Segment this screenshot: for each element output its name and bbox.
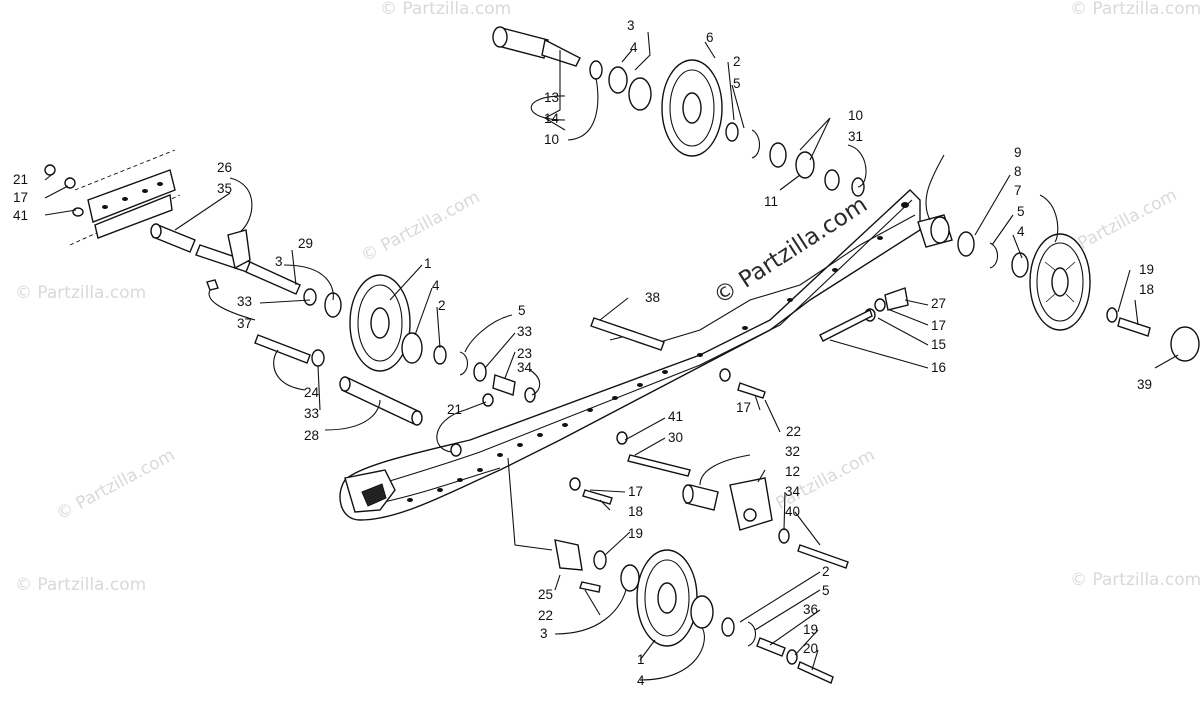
watermark-lower-left: © Partzilla.com <box>53 445 178 524</box>
callout-5-bottom: 5 <box>822 583 830 598</box>
callout-1-idler-wheel-left: 1 <box>424 256 432 271</box>
callout-32: 32 <box>785 444 800 459</box>
callout-37: 37 <box>237 316 252 331</box>
callout-6: 6 <box>706 30 714 45</box>
callout-3-bottom: 3 <box>540 626 548 641</box>
callout-3-top: 3 <box>627 18 635 33</box>
callout-33-lower: 33 <box>304 406 319 421</box>
callout-27: 27 <box>931 296 946 311</box>
callout-28: 28 <box>304 428 319 443</box>
callout-2-bottom: 2 <box>822 564 830 579</box>
callout-18-right: 18 <box>1139 282 1154 297</box>
callout-21-mid: 21 <box>447 402 462 417</box>
callout-39: 39 <box>1137 377 1152 392</box>
callout-21-left: 21 <box>13 172 28 187</box>
callout-36: 36 <box>803 602 818 617</box>
callout-17-left: 17 <box>13 190 28 205</box>
callout-16: 16 <box>931 360 946 375</box>
callout-12: 12 <box>785 464 800 479</box>
small-parts <box>44 60 1200 665</box>
callout-26: 26 <box>217 160 232 175</box>
watermark-left: © Partzilla.com <box>15 283 146 303</box>
callout-38: 38 <box>645 290 660 305</box>
slide-rail <box>339 189 921 521</box>
callout-22-right: 22 <box>786 424 801 439</box>
callout-4-top: 4 <box>630 40 638 55</box>
callout-31: 31 <box>848 129 863 144</box>
callout-4-left: 4 <box>432 278 440 293</box>
callout-4-bottom: 4 <box>637 673 645 688</box>
callout-3-left: 3 <box>275 254 283 269</box>
callout-34-right: 34 <box>785 484 801 499</box>
callout-17-lower: 17 <box>628 484 643 499</box>
bolts <box>579 309 873 684</box>
callout-30: 30 <box>668 430 683 445</box>
callout-19-right: 19 <box>1139 262 1154 277</box>
callout-20: 20 <box>803 641 818 656</box>
rail-segment-upper-left <box>69 149 181 246</box>
callout-14: 14 <box>544 111 560 126</box>
callout-10-lower: 10 <box>544 132 559 147</box>
callout-18-lower: 18 <box>628 504 643 519</box>
callout-5-right: 5 <box>1017 204 1025 219</box>
callout-4-right: 4 <box>1017 224 1025 239</box>
callout-33-left: 33 <box>237 294 252 309</box>
leader-lines <box>44 31 1179 681</box>
callout-41-left: 41 <box>13 208 28 223</box>
callout-24: 24 <box>304 385 320 400</box>
callout-41-right: 41 <box>668 409 683 424</box>
callout-2-top: 2 <box>733 54 741 69</box>
callout-34-left: 34 <box>517 360 533 375</box>
callout-1-idler-wheel-bottom: 1 <box>637 652 645 667</box>
callout-25: 25 <box>538 587 553 602</box>
callout-33-right: 33 <box>517 324 532 339</box>
callout-15: 15 <box>931 337 946 352</box>
wheels <box>349 59 1091 647</box>
watermark-mid-right: © Partzilla.com <box>753 445 878 524</box>
callout-11: 11 <box>764 194 778 209</box>
callout-17-right: 17 <box>931 318 946 333</box>
callout-29: 29 <box>298 236 313 251</box>
callout-7: 7 <box>1014 183 1022 198</box>
callout-2-left: 2 <box>438 298 446 313</box>
callout-8: 8 <box>1014 164 1022 179</box>
callout-19-bottom: 19 <box>803 622 818 637</box>
callout-10-upper: 10 <box>848 108 863 123</box>
callout-9: 9 <box>1014 145 1022 160</box>
callout-23: 23 <box>517 346 532 361</box>
shafts <box>150 26 953 571</box>
callout-5-top: 5 <box>733 76 741 91</box>
watermark-bottom-left: © Partzilla.com <box>15 575 146 595</box>
callout-40: 40 <box>785 504 800 519</box>
watermark-top-right: © Partzilla.com <box>1070 0 1200 19</box>
callout-labels: 1 1 1 2 2 2 3 3 3 4 4 4 4 5 5 5 5 6 7 8 … <box>13 18 1154 688</box>
callout-13: 13 <box>544 90 559 105</box>
watermark-upper: © Partzilla.com <box>358 187 483 266</box>
callout-17-mid: 17 <box>736 400 751 415</box>
callout-19-lower: 19 <box>628 526 643 541</box>
callout-5-left: 5 <box>518 303 526 318</box>
watermark-top: © Partzilla.com <box>380 0 511 19</box>
callout-22-lower: 22 <box>538 608 553 623</box>
watermark-bottom-right: © Partzilla.com <box>1070 570 1200 590</box>
callout-35: 35 <box>217 181 232 196</box>
watermark-layer: © Partzilla.com © Partzilla.com © Partzi… <box>15 0 1200 595</box>
